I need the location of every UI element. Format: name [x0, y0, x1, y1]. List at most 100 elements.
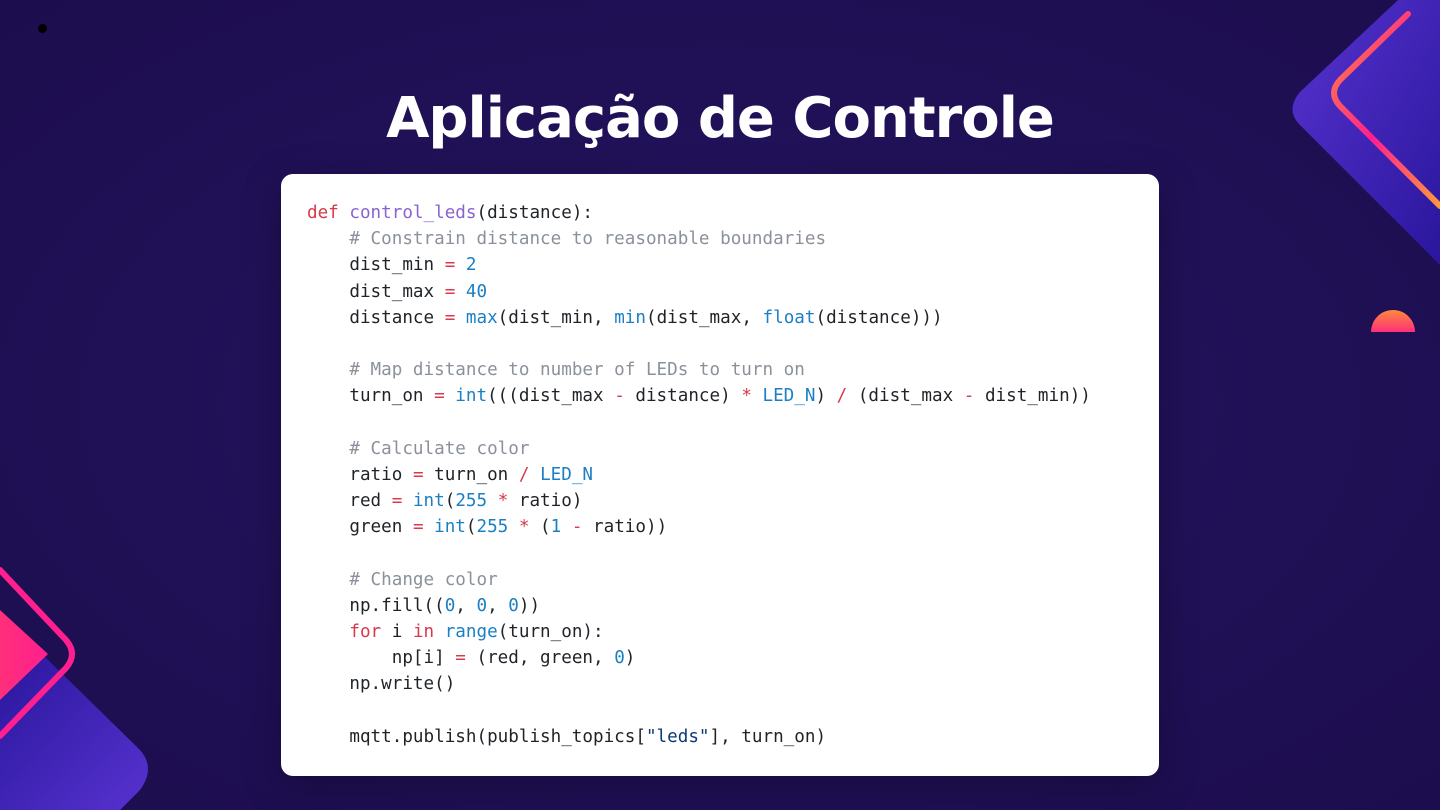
code-token: 40: [465, 281, 488, 302]
code-token: =: [444, 255, 456, 276]
code-line: for i in range(turn_on):: [307, 619, 1159, 645]
code-line: # Change color: [307, 567, 1159, 593]
code-token: [402, 491, 413, 511]
code-token: (: [444, 491, 456, 512]
code-token: [561, 517, 572, 537]
semicircle-decoration: [1370, 310, 1416, 334]
code-token: 0: [476, 595, 488, 616]
code-token: [424, 517, 435, 537]
code-line: turn_on = int(((dist_max - distance) * L…: [307, 383, 1159, 409]
code-token: 1: [550, 517, 562, 538]
corner-shapes-graphic: [1292, 0, 1440, 265]
code-token: [752, 386, 763, 406]
code-line: mqtt.publish(publish_topics["leds"], tur…: [307, 724, 1159, 750]
semicircle-graphic: [1371, 310, 1415, 332]
code-token: int: [434, 517, 466, 538]
code-token: [508, 517, 519, 537]
code-token: i: [381, 622, 413, 642]
code-token: LED_N: [540, 464, 594, 485]
code-token: (: [529, 517, 551, 538]
code-token: *: [741, 386, 752, 407]
code-token: distance): [624, 386, 742, 407]
code-token: ,: [455, 595, 477, 616]
code-token: int: [455, 386, 488, 407]
code-token: 0: [508, 595, 519, 616]
code-token: /: [836, 386, 848, 407]
code-token: 2: [465, 255, 477, 276]
code-token: # Constrain distance to reasonable bound…: [349, 229, 827, 250]
code-token: [445, 386, 456, 406]
code-token: [307, 570, 349, 590]
code-token: [434, 622, 445, 642]
code-token: =: [412, 517, 424, 538]
code-token: ratio: [307, 464, 413, 485]
code-token: red: [307, 491, 392, 512]
code-token: (dist_max,: [645, 307, 763, 328]
code-token: -: [614, 386, 625, 407]
code-token: [487, 491, 498, 511]
code-token: =: [444, 307, 456, 328]
code-line: def control_leds(distance):: [307, 200, 1159, 226]
code-token: ], turn_on): [709, 726, 827, 747]
code-token: (distance):: [476, 203, 594, 223]
code-token: def: [307, 203, 339, 223]
code-token: ratio)): [582, 517, 668, 538]
corner-shapes-graphic-bottom: [0, 567, 148, 810]
code-line: distance = max(dist_min, min(dist_max, f…: [307, 305, 1159, 331]
code-token: range: [444, 622, 498, 642]
code-line: red = int(255 * ratio): [307, 488, 1159, 514]
code-line: dist_max = 40: [307, 279, 1159, 305]
code-token: 255: [476, 517, 509, 538]
code-token: (red, green,: [465, 648, 615, 669]
code-line: # Map distance to number of LEDs to turn…: [307, 357, 1159, 383]
code-token: =: [455, 648, 466, 669]
code-token: [339, 203, 350, 223]
code-line: np[i] = (red, green, 0): [307, 645, 1159, 671]
code-token: int: [412, 491, 445, 512]
code-token: ): [815, 386, 837, 407]
code-line: [307, 540, 1159, 566]
code-token: [307, 439, 349, 459]
code-token: [307, 622, 349, 642]
code-token: LED_N: [762, 386, 816, 407]
code-token: dist_max: [307, 281, 445, 302]
code-token: =: [391, 491, 403, 512]
code-token: turn_on: [423, 464, 519, 485]
code-token: dist_min)): [974, 386, 1091, 407]
code-token: (((dist_max: [487, 386, 615, 407]
code-card: def control_leds(distance): # Constrain …: [281, 174, 1159, 776]
code-token: # Calculate color: [349, 438, 530, 459]
code-line: np.write(): [307, 671, 1159, 697]
code-token: ratio): [508, 491, 583, 512]
code-token: 0: [614, 648, 625, 669]
code-token: np[i]: [307, 648, 456, 669]
code-token: (turn_on):: [497, 622, 604, 642]
code-token: mqtt.publish(publish_topics[: [307, 726, 646, 747]
code-token: [529, 465, 540, 485]
code-line: # Constrain distance to reasonable bound…: [307, 226, 1159, 252]
code-token: =: [412, 464, 424, 485]
code-token: in: [412, 622, 435, 642]
code-line: green = int(255 * (1 - ratio)): [307, 514, 1159, 540]
code-token: )): [518, 595, 541, 616]
code-token: max: [465, 307, 498, 328]
code-token: [455, 308, 466, 328]
code-token: distance: [307, 307, 445, 328]
code-token: np.write(): [307, 674, 456, 695]
code-token: min: [614, 307, 646, 328]
bottom-left-decoration: [0, 560, 160, 810]
code-line: [307, 331, 1159, 357]
code-token: [307, 229, 349, 249]
code-token: (dist_min,: [497, 307, 615, 328]
code-line: ratio = turn_on / LED_N: [307, 462, 1159, 488]
code-line: # Calculate color: [307, 436, 1159, 462]
code-token: "leds": [645, 726, 710, 747]
code-token: [307, 360, 349, 380]
code-token: =: [434, 386, 445, 407]
code-token: # Map distance to number of LEDs to turn…: [349, 360, 805, 381]
code-token: 0: [444, 595, 456, 616]
code-line: [307, 698, 1159, 724]
code-token: turn_on: [307, 386, 435, 407]
code-line: [307, 410, 1159, 436]
bullet-dot: [38, 24, 47, 33]
